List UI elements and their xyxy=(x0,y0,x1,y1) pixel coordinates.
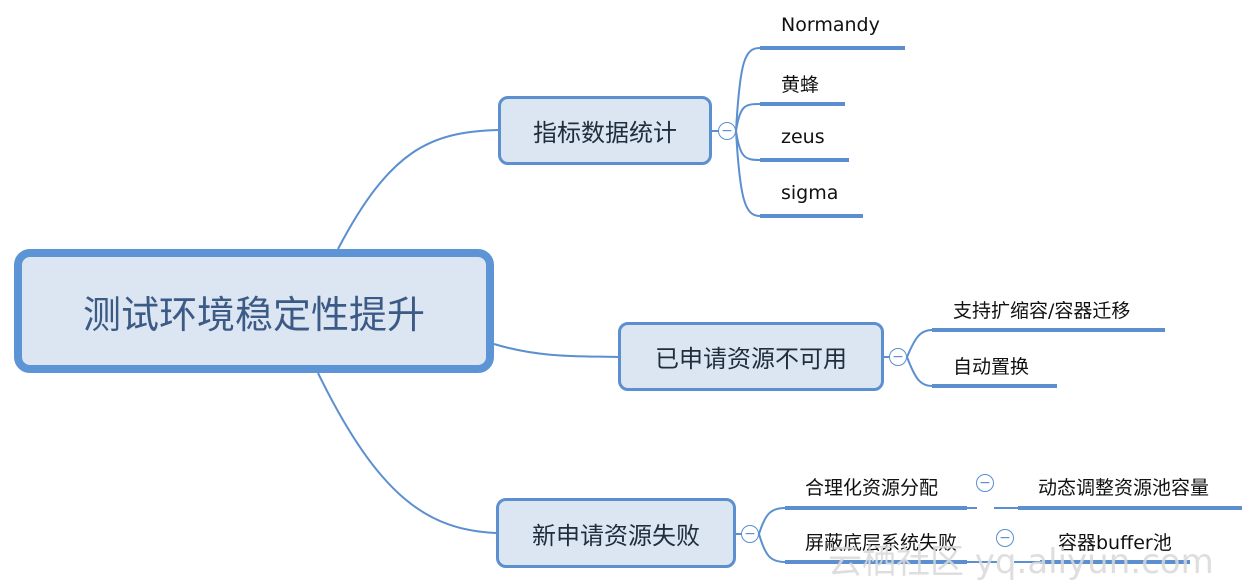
connector-leaf-scale xyxy=(906,329,933,358)
minus-circle-icon: − xyxy=(721,123,733,139)
collapse-toggle-shield[interactable]: − xyxy=(996,529,1014,547)
collapse-toggle-branch-3[interactable]: − xyxy=(741,525,759,543)
watermark: 云栖社区 yq.aliyun.com xyxy=(828,542,1214,582)
connector-leaf-normandy xyxy=(735,47,761,132)
root-topic-label: 测试环境稳定性提升 xyxy=(82,292,425,337)
connector-leaf-shield xyxy=(758,533,786,563)
connector-leaf-huangfeng xyxy=(735,103,761,132)
collapse-toggle-branch-2[interactable]: − xyxy=(889,348,907,366)
branch-topic-label: 已申请资源不可用 xyxy=(655,345,847,373)
leaf-topic-scaling-migration[interactable]: 支持扩缩容/容器迁移 xyxy=(953,296,1130,323)
leaf-topic-zeus[interactable]: zeus xyxy=(781,126,825,148)
leaf-topic-label: 动态调整资源池容量 xyxy=(1038,477,1210,499)
leaf-topic-pool-capacity[interactable]: 动态调整资源池容量 xyxy=(1038,473,1209,500)
leaf-topic-huangfeng[interactable]: 黄蜂 xyxy=(781,70,819,97)
leaf-topic-resource-allocation[interactable]: 合理化资源分配 xyxy=(805,473,938,500)
connector-root-branch-3 xyxy=(317,372,497,534)
connector-root-branch-2 xyxy=(493,343,619,358)
connector-leaf-zeus xyxy=(735,130,761,161)
leaf-topic-label: 自动置换 xyxy=(953,356,1030,378)
connector-leaf-sigma xyxy=(735,130,761,217)
leaf-topic-label: 黄蜂 xyxy=(781,74,820,96)
root-topic[interactable]: 测试环境稳定性提升 xyxy=(14,249,494,373)
minus-circle-icon: − xyxy=(979,475,991,491)
connector-leaf-allocation xyxy=(758,507,786,535)
minus-circle-icon: − xyxy=(892,349,904,365)
minus-circle-icon: − xyxy=(999,530,1011,546)
branch-topic-label: 指标数据统计 xyxy=(533,119,677,147)
leaf-topic-label: 合理化资源分配 xyxy=(805,477,939,499)
branch-topic-metrics[interactable]: 指标数据统计 xyxy=(498,96,712,165)
branch-topic-unavailable[interactable]: 已申请资源不可用 xyxy=(618,322,884,391)
collapse-toggle-branch-1[interactable]: − xyxy=(718,122,736,140)
minus-circle-icon: − xyxy=(744,526,756,542)
leaf-topic-shield-failure[interactable]: 屏蔽底层系统失败 xyxy=(805,528,957,555)
leaf-topic-buffer-pool[interactable]: 容器buffer池 xyxy=(1058,528,1172,555)
leaf-topic-label: zeus xyxy=(781,126,825,148)
connector-root-branch-1 xyxy=(337,129,499,250)
connector-leaf-replace xyxy=(906,356,933,387)
leaf-topic-label: sigma xyxy=(781,182,839,204)
leaf-topic-auto-replace[interactable]: 自动置换 xyxy=(953,352,1029,379)
leaf-topic-label: 支持扩缩容/容器迁移 xyxy=(953,300,1131,322)
leaf-topic-sigma[interactable]: sigma xyxy=(781,182,838,204)
branch-topic-new-request-failure[interactable]: 新申请资源失败 xyxy=(496,498,736,568)
branch-topic-label: 新申请资源失败 xyxy=(532,521,700,550)
collapse-toggle-allocation[interactable]: − xyxy=(976,474,994,492)
leaf-topic-label: 容器buffer池 xyxy=(1058,532,1172,554)
leaf-topic-label: Normandy xyxy=(781,14,880,36)
leaf-topic-label: 屏蔽底层系统失败 xyxy=(805,532,958,554)
leaf-topic-normandy[interactable]: Normandy xyxy=(781,14,880,36)
